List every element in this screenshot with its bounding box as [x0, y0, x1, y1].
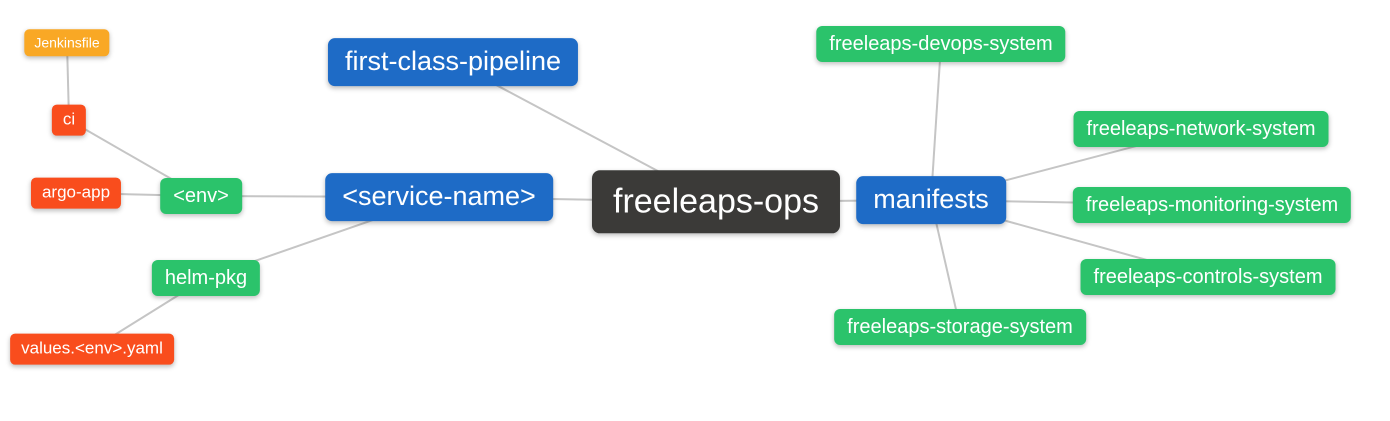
- node-argo-app[interactable]: argo-app: [30, 177, 122, 209]
- node-ci[interactable]: ci: [51, 104, 87, 136]
- node-helm-pkg[interactable]: helm-pkg: [151, 260, 261, 296]
- node-storage-system[interactable]: freeleaps-storage-system: [834, 309, 1086, 345]
- node-freeleaps-ops[interactable]: freeleaps-ops: [591, 170, 841, 234]
- node-controls-system[interactable]: freeleaps-controls-system: [1080, 259, 1336, 295]
- node-first-class-pipeline[interactable]: first-class-pipeline: [327, 38, 579, 86]
- node-manifests[interactable]: manifests: [856, 176, 1006, 224]
- node-devops-system[interactable]: freeleaps-devops-system: [816, 26, 1066, 62]
- edge-manifests-devops-system: [930, 43, 942, 201]
- node-monitoring-system[interactable]: freeleaps-monitoring-system: [1072, 187, 1352, 223]
- node-env[interactable]: <env>: [160, 178, 242, 214]
- node-network-system[interactable]: freeleaps-network-system: [1073, 111, 1329, 147]
- node-service-name[interactable]: <service-name>: [325, 173, 553, 221]
- node-values-env-yaml[interactable]: values.<env>.yaml: [10, 333, 174, 365]
- node-jenkinsfile[interactable]: Jenkinsfile: [24, 29, 110, 57]
